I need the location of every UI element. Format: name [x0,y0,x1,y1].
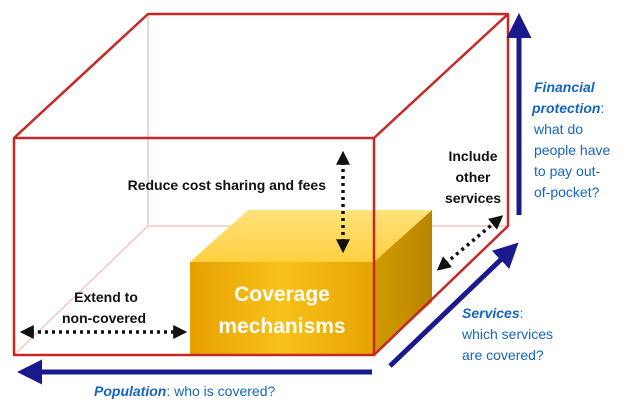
services-question-line1: which services [461,326,553,342]
box-label-line1: Coverage [234,283,330,306]
include-services-line2: other [456,169,492,185]
extend-label-line1: Extend to [74,289,138,305]
financial-question-line2: people have [534,142,611,158]
box-label-line2: mechanisms [218,315,345,338]
financial-question-line4: of-pocket? [534,184,600,200]
financial-title-line1: Financial [534,79,596,95]
financial-question-line3: to pay out- [534,163,600,179]
services-question-line2: are covered? [462,347,544,363]
coverage-mechanisms-box: Coverage mechanisms [190,210,432,354]
financial-protection-label: Financial [534,79,596,95]
cube-outline [12,12,510,357]
population-question: : who is covered? [166,383,275,399]
include-services-line3: services [445,190,501,206]
financial-colon: : [600,100,604,116]
financial-question-line1: what do [533,121,583,137]
extend-label-line2: non-covered [62,310,146,326]
financial-protection-label-2: protection: [531,100,604,116]
services-title: Services [462,305,520,321]
include-services-line1: Include [448,148,497,164]
reduce-cost-label: Reduce cost sharing and fees [128,177,327,193]
services-colon: : [520,305,524,321]
services-label: Services: [462,305,524,321]
population-label: Population: who is covered? [94,383,275,399]
double-headed-dotted-arrow-icon [436,215,504,271]
population-title: Population [94,383,166,399]
financial-title-line2: protection [531,100,600,116]
